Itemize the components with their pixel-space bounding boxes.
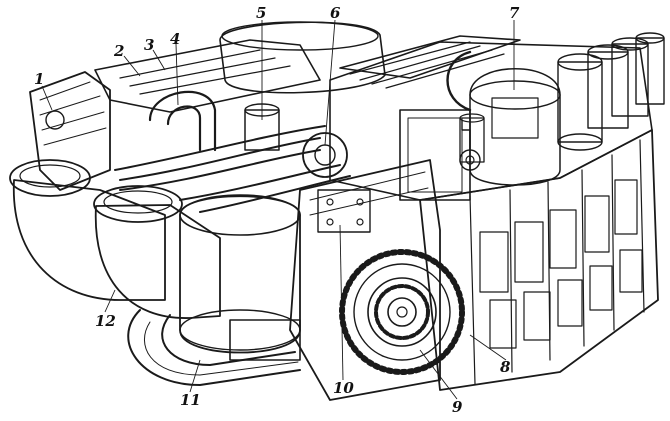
callout-5: 5 [256,4,266,22]
callout-labels: 1 2 3 4 5 6 7 8 9 10 11 12 [34,4,520,416]
cylinder-caps [557,32,665,151]
injection-pump [399,109,481,201]
intake-manifold [94,21,386,152]
valve-cover [339,35,521,89]
block-side-ribs [479,179,643,349]
callout-8: 8 [500,358,511,376]
callout-1: 1 [34,70,44,88]
callout-9: 9 [452,398,463,416]
front-housing [29,71,111,191]
callout-7: 7 [509,4,520,22]
callout-6: 6 [330,4,341,22]
callout-4: 4 [170,30,180,48]
engine-block [329,41,659,391]
drive-gear [339,249,465,375]
callout-11: 11 [180,391,201,409]
injection-lines [114,103,351,213]
fuel-filter-housing [446,50,561,186]
callout-3: 3 [144,36,154,54]
timing-cover [289,159,441,401]
callout-12: 12 [95,312,116,330]
intake-horns [9,159,221,319]
callout-2: 2 [113,42,124,60]
air-cleaner [179,194,301,354]
leader-lines [41,19,515,400]
callout-10: 10 [333,379,354,397]
